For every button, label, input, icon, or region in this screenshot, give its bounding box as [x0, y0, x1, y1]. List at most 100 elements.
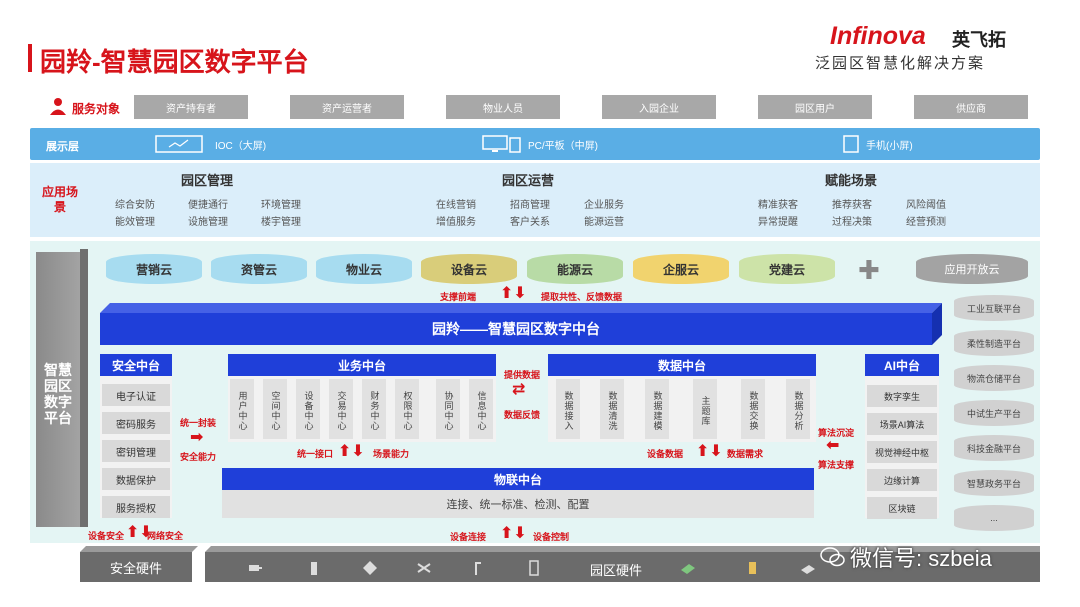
digital-middle-platform: 园羚——智慧园区数字中台 [100, 313, 932, 345]
watermark-text: 微信号: szbeia [850, 546, 992, 571]
business-item: 财务中心 [362, 379, 386, 439]
data-feedback-label: 数据反馈 [504, 410, 541, 420]
big-screen-icon [155, 135, 203, 153]
business-item: 信息中心 [469, 379, 493, 439]
business-item: 交易中心 [329, 379, 353, 439]
barrier-icon [529, 560, 539, 576]
ai-item: 区块链 [867, 497, 937, 519]
street-light-icon [475, 562, 481, 575]
data-item: 数据建模 [645, 379, 669, 439]
data-item: 数据交换 [741, 379, 765, 439]
service-item: 入园企业 [602, 95, 716, 119]
app-item: 异常提醒 [758, 217, 798, 228]
app-item: 经营预测 [906, 217, 946, 228]
device-data-label: 设备数据 [647, 449, 684, 459]
up-down-arrow-icon: ⬆⬇ [500, 525, 527, 542]
extract-feedback-label: 提取共性、反馈数据 [541, 292, 623, 302]
provide-data-label: 提供数据 [504, 370, 541, 380]
app-item: 过程决策 [832, 217, 872, 228]
display-mobile: 手机(小屏) [842, 132, 913, 156]
up-down-arrow-icon: ⬆⬇ [338, 443, 365, 460]
industry-platform: 智慧政务平台 [954, 470, 1034, 496]
open-cloud: 应用开放云 [916, 254, 1028, 284]
business-item: 用户中心 [230, 379, 254, 439]
cloud-property: 物业云 [316, 254, 412, 284]
exchange-arrow-icon: ⇄ [512, 381, 526, 398]
solar-panel-icon [363, 561, 377, 575]
app-item: 风险阈值 [906, 200, 946, 211]
service-target-label: 服务对象 [72, 102, 121, 116]
brand-logo: Infinova [830, 22, 926, 50]
iot-center-desc: 连接、统一标准、检测、配置 [222, 490, 814, 518]
business-item: 空间中心 [263, 379, 287, 439]
data-center-body [548, 376, 816, 442]
plus-icon: ✚ [858, 255, 880, 285]
business-item: 权限中心 [395, 379, 419, 439]
data-item: 主题库 [693, 379, 717, 439]
pc-tablet-icon [482, 135, 521, 153]
left-arrow-icon: ⬅ [826, 437, 840, 454]
data-demand-label: 数据需求 [727, 449, 764, 459]
iot-center-title: 物联中台 [222, 468, 814, 490]
display-ioc: IOC（大屏) [155, 132, 266, 156]
up-down-arrow-icon: ⬆⬇ [126, 524, 153, 541]
service-item: 资产持有者 [134, 95, 248, 119]
app-item: 推荐获客 [832, 200, 872, 211]
cloud-device: 设备云 [421, 254, 517, 284]
app-group-title: 赋能场景 [825, 173, 878, 188]
data-item: 数据分析 [786, 379, 810, 439]
ai-item: 数字孪生 [867, 385, 937, 407]
scene-capability-label: 场景能力 [373, 449, 410, 459]
park-hardware-label: 园区硬件 [590, 563, 643, 578]
up-down-arrow-icon: ⬆⬇ [500, 285, 527, 302]
cloud-enterprise: 企服云 [633, 254, 729, 284]
drone-icon [417, 563, 431, 573]
ai-item: 边缘计算 [867, 469, 937, 491]
security-capability-label: 安全能力 [180, 452, 217, 462]
data-item: 数据清洗 [600, 379, 624, 439]
app-scene-label: 应用场景 [41, 185, 78, 214]
display-mobile-label: 手机(小屏) [866, 140, 913, 152]
app-item: 综合安防 [115, 200, 155, 211]
right-arrow-icon: ➡ [190, 429, 204, 446]
device-control-label: 设备控制 [533, 532, 570, 542]
business-center-title: 业务中台 [228, 354, 496, 376]
app-item: 环境管理 [261, 200, 301, 211]
phone-icon [843, 135, 859, 153]
industry-platform: ... [954, 505, 1034, 531]
park-hardware [205, 552, 1040, 582]
cloud-party: 党建云 [739, 254, 835, 284]
ai-item: 场景AI算法 [867, 413, 937, 435]
gate-icon [311, 562, 317, 575]
service-item: 园区用户 [758, 95, 872, 119]
industry-platform: 中试生产平台 [954, 400, 1034, 426]
service-item: 资产运营者 [290, 95, 404, 119]
algo-settle-label: 算法沉淀 [818, 428, 855, 438]
person-icon [50, 98, 66, 115]
app-item: 增值服务 [436, 217, 476, 228]
app-item: 能源运营 [584, 217, 624, 228]
title-accent-bar [28, 44, 32, 72]
park-hardware-top [205, 546, 1040, 552]
app-item: 客户关系 [510, 217, 550, 228]
security-item: 电子认证 [102, 384, 170, 406]
wechat-watermark: 微信号: szbeia [820, 541, 992, 573]
display-pc: PC/平板（中屏) [482, 132, 598, 156]
sensor-icon [681, 564, 695, 574]
industry-platform: 工业互联平台 [954, 295, 1034, 321]
service-item: 供应商 [914, 95, 1028, 119]
up-down-arrow-icon: ⬆⬇ [696, 443, 723, 460]
service-item: 物业人员 [446, 95, 560, 119]
app-item: 能效管理 [115, 217, 155, 228]
app-group-title: 园区运营 [502, 173, 555, 188]
device-security-label: 设备安全 [88, 531, 125, 541]
unify-package-label: 统一封装 [180, 418, 217, 428]
app-item: 设施管理 [188, 217, 228, 228]
display-pc-label: PC/平板（中屏) [528, 140, 598, 152]
display-layer-label: 展示层 [46, 141, 79, 153]
main-platform-side [932, 303, 942, 345]
app-item: 企业服务 [584, 200, 624, 211]
app-scene-area [30, 163, 1040, 237]
unify-interface-label: 统一接口 [297, 449, 334, 459]
ai-center-title: AI中台 [865, 354, 939, 376]
